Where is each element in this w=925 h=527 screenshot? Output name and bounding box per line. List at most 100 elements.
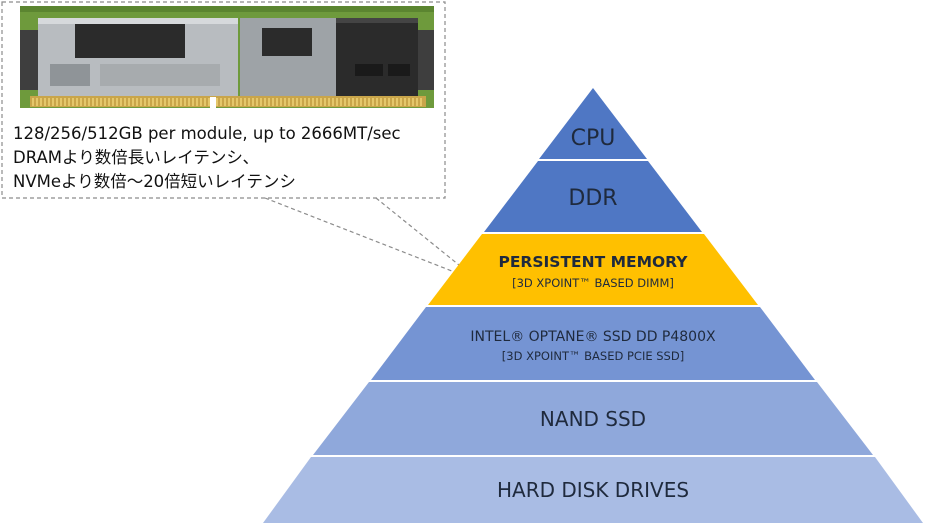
contact-finger [236, 98, 238, 106]
contact-finger [352, 98, 354, 106]
contact-finger [256, 98, 258, 106]
tier-label-optane-ssd: INTEL® OPTANE® SSD DD P4800X [470, 329, 716, 345]
tier-cpu [539, 88, 647, 159]
tier-label-nand-ssd: NAND SSD [540, 407, 646, 431]
contact-finger [248, 98, 250, 106]
contact-finger [280, 98, 282, 106]
contact-finger [304, 98, 306, 106]
contact-finger [264, 98, 266, 106]
contact-finger [188, 98, 190, 106]
tier-ddr [484, 161, 702, 232]
contact-finger [32, 98, 34, 106]
contact-finger [204, 98, 206, 106]
contact-finger [384, 98, 386, 106]
contact-finger [224, 98, 226, 106]
contact-finger [240, 98, 242, 106]
callout-text-line-3: NVMeより数倍～20倍短いレイテンシ [13, 172, 296, 191]
contact-finger [324, 98, 326, 106]
contact-finger [416, 98, 418, 106]
callout-text-line-2: DRAMより数倍長いレイテンシ、 [13, 148, 259, 167]
contact-finger [348, 98, 350, 106]
contact-finger [48, 98, 50, 106]
contact-finger [284, 98, 286, 106]
contact-finger [144, 98, 146, 106]
contact-finger [216, 98, 218, 106]
contact-finger [40, 98, 42, 106]
contact-finger [272, 98, 274, 106]
contact-finger [200, 98, 202, 106]
contact-finger [228, 98, 230, 106]
contact-finger [252, 98, 254, 106]
contact-finger [316, 98, 318, 106]
callout-pointer-line [375, 197, 481, 283]
tier-sublabel-optane-ssd: [3D XPOINT™ BASED PCIE SSD] [502, 349, 684, 363]
tier-label-hard-disk-drives: HARD DISK DRIVES [497, 478, 689, 502]
contact-finger [404, 98, 406, 106]
contact-finger [308, 98, 310, 106]
contact-finger [244, 98, 246, 106]
tier-sublabel-persistent-memory: [3D XPOINT™ BASED DIMM] [512, 276, 674, 290]
contact-finger [292, 98, 294, 106]
contact-finger [156, 98, 158, 106]
contact-finger [100, 98, 102, 106]
contact-finger [388, 98, 390, 106]
contact-finger [128, 98, 130, 106]
contact-finger [132, 98, 134, 106]
contact-finger [88, 98, 90, 106]
contact-finger [288, 98, 290, 106]
contact-finger [196, 98, 198, 106]
contact-finger [260, 98, 262, 106]
contact-finger [148, 98, 150, 106]
contact-finger [112, 98, 114, 106]
contact-finger [176, 98, 178, 106]
contact-finger [208, 98, 210, 106]
contact-finger [392, 98, 394, 106]
contact-finger [72, 98, 74, 106]
contact-finger [96, 98, 98, 106]
contact-finger [36, 98, 38, 106]
contact-finger [344, 98, 346, 106]
contact-finger [412, 98, 414, 106]
contact-finger [296, 98, 298, 106]
tier-label-cpu: CPU [571, 126, 616, 151]
contact-finger [408, 98, 410, 106]
tier-hard-disk-drives [263, 457, 923, 523]
contact-finger [116, 98, 118, 106]
contact-finger [184, 98, 186, 106]
callout-text-line-1: 128/256/512GB per module, up to 2666MT/s… [13, 124, 401, 143]
contact-finger [84, 98, 86, 106]
contact-finger [420, 98, 422, 106]
contact-finger [300, 98, 302, 106]
contact-finger [160, 98, 162, 106]
tier-nand-ssd [313, 382, 873, 455]
contact-finger [276, 98, 278, 106]
contact-finger [64, 98, 66, 106]
contact-finger [332, 98, 334, 106]
contact-finger [124, 98, 126, 106]
contact-finger [220, 98, 222, 106]
tier-persistent-memory [428, 234, 758, 305]
contact-finger [60, 98, 62, 106]
contact-finger [52, 98, 54, 106]
contact-finger [168, 98, 170, 106]
contact-finger [380, 98, 382, 106]
contact-finger [268, 98, 270, 106]
contact-finger [320, 98, 322, 106]
contact-finger [232, 98, 234, 106]
contact-finger [312, 98, 314, 106]
contact-finger [104, 98, 106, 106]
contact-finger [368, 98, 370, 106]
contact-finger [400, 98, 402, 106]
contact-finger [68, 98, 70, 106]
contact-finger [140, 98, 142, 106]
contact-finger [180, 98, 182, 106]
optane-module-image [20, 6, 434, 108]
contact-finger [120, 98, 122, 106]
contact-finger [80, 98, 82, 106]
contact-finger [328, 98, 330, 106]
contact-finger [76, 98, 78, 106]
contact-finger [356, 98, 358, 106]
tier-label-ddr: DDR [568, 186, 617, 211]
contact-finger [136, 98, 138, 106]
